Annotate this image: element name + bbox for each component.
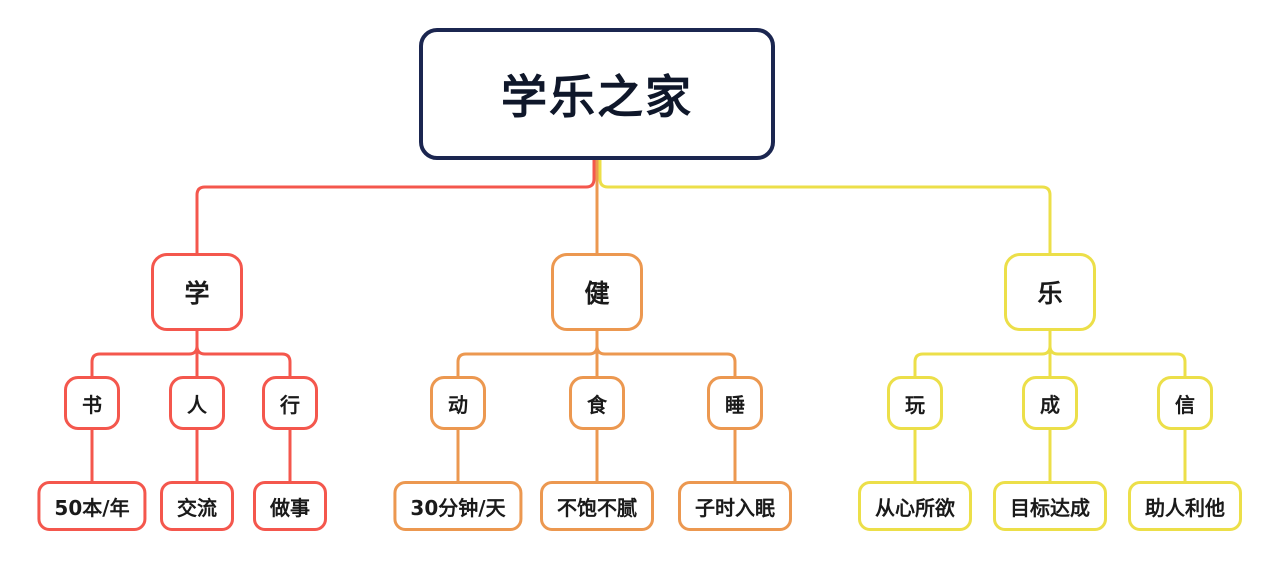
branch-health-label: 健 [584,279,610,308]
detail-minutes-per-day-label: 30分钟/天 [410,495,506,520]
detail-not-full-label: 不饱不腻 [557,495,637,520]
topic-node-exercise[interactable]: 动 [430,376,486,430]
detail-node-do-things[interactable]: 做事 [253,481,327,531]
detail-node-minutes-per-day[interactable]: 30分钟/天 [393,481,523,531]
connector-study-action [195,329,292,378]
connector-root-study [195,158,596,255]
connector-joy-play [913,329,1052,378]
topic-play-label: 玩 [905,392,925,417]
topic-exercise-label: 动 [448,392,468,417]
detail-communicate-label: 交流 [177,495,217,520]
detail-reach-goals-label: 目标达成 [1010,495,1090,520]
branch-joy-label: 乐 [1037,279,1063,308]
detail-books-per-year-label: 50本/年 [54,495,130,520]
detail-follow-heart-label: 从心所欲 [875,495,955,520]
detail-early-sleep-label: 子时入眠 [695,495,775,520]
detail-node-books-per-year[interactable]: 50本/年 [37,481,147,531]
detail-node-not-full[interactable]: 不饱不腻 [540,481,654,531]
root-label: 学乐之家 [501,70,693,124]
root-node[interactable]: 学乐之家 [419,28,775,160]
connector-study-book [90,329,199,378]
topic-node-trust[interactable]: 信 [1157,376,1213,430]
connector-joy-trust [1048,329,1187,378]
branch-study-label: 学 [184,279,210,308]
connector-root-joy [598,158,1052,255]
topic-achieve-label: 成 [1040,392,1060,417]
branch-node-joy[interactable]: 乐 [1004,253,1096,331]
detail-node-help-others[interactable]: 助人利他 [1128,481,1242,531]
topic-trust-label: 信 [1175,392,1195,417]
connector-health-exercise [456,329,599,378]
connector-health-sleep [595,329,737,378]
topic-node-book[interactable]: 书 [64,376,120,430]
detail-help-others-label: 助人利他 [1145,495,1225,520]
branch-node-health[interactable]: 健 [551,253,643,331]
topic-diet-label: 食 [587,392,607,417]
topic-sleep-label: 睡 [725,392,745,417]
topic-node-people[interactable]: 人 [169,376,225,430]
detail-node-early-sleep[interactable]: 子时入眠 [678,481,792,531]
topic-node-action[interactable]: 行 [262,376,318,430]
topic-book-label: 书 [82,392,102,417]
branch-node-study[interactable]: 学 [151,253,243,331]
topic-node-achieve[interactable]: 成 [1022,376,1078,430]
topic-node-sleep[interactable]: 睡 [707,376,763,430]
topic-node-diet[interactable]: 食 [569,376,625,430]
detail-do-things-label: 做事 [270,495,310,520]
detail-node-communicate[interactable]: 交流 [160,481,234,531]
topic-node-play[interactable]: 玩 [887,376,943,430]
detail-node-reach-goals[interactable]: 目标达成 [993,481,1107,531]
topic-action-label: 行 [280,392,300,417]
topic-people-label: 人 [187,392,207,417]
detail-node-follow-heart[interactable]: 从心所欲 [858,481,972,531]
